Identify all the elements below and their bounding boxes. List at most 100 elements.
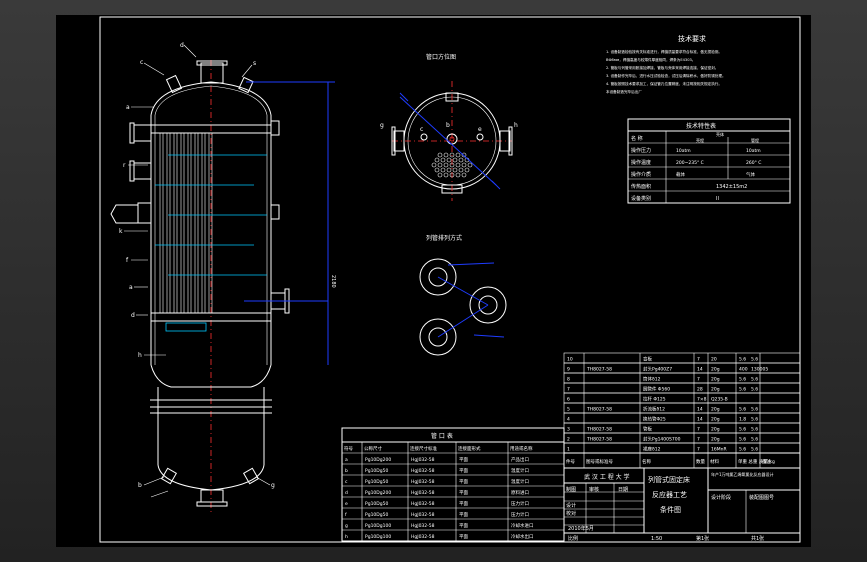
bom-cell: 7	[697, 427, 700, 433]
bom-cell: 筒体δ12	[643, 376, 661, 383]
tech-req-line-4: 3. 设备制作完毕后，进行水压试验检查，试压后清除积水，做好防锈处理。	[606, 73, 726, 78]
scale-value: 1:50	[651, 536, 662, 542]
bom-cell: 4	[567, 417, 570, 423]
drawing-canvas[interactable]: 2180 c d s a r k f a d h b g 管口方位图	[56, 15, 811, 547]
nozzle-table-cell: b	[345, 468, 348, 474]
drawing-name-2: 反应器工艺	[652, 490, 687, 499]
bom-cell: 28	[697, 387, 703, 393]
nozzle-table-header: 连接面形式	[458, 445, 481, 452]
tech-char-label: 操作温度	[631, 159, 651, 166]
nozzle-table-cell: Pg10Dg50	[365, 501, 388, 507]
nozzle-table-cell: 冷却水出口	[511, 533, 534, 540]
nozzle-table-cell: d	[345, 490, 348, 496]
tech-req-line-5: 4. 管板按照技术要求加工，保证管孔位置精度，未注明按相关规定执行。	[606, 81, 722, 86]
tech-char-label: 名 称	[631, 135, 643, 142]
bom-cell: 圆管件 Φ560	[643, 386, 670, 393]
bom-cell: 5.6	[751, 387, 758, 393]
drawing-name-3: 条件图	[660, 505, 681, 514]
bom-cell: 14	[697, 407, 703, 413]
bom-cell: 14	[697, 417, 703, 423]
nozzle-table-cell: HgJ032-58	[411, 523, 435, 529]
nozzle-table-cell: 平面	[459, 501, 468, 507]
school-name: 武 汉 工 程 大 学	[584, 473, 630, 481]
bom-cell: 5.6	[739, 437, 746, 443]
bom-header: 备注	[762, 458, 771, 465]
tube-view-title: 列管排列方式	[426, 234, 462, 242]
bom-cell: 20g	[711, 367, 720, 373]
project-name: 年产1万吨氯乙烯氧氯化反应器设计	[711, 471, 774, 477]
bom-header: 名称	[642, 458, 651, 465]
nozzle-table-header: 用途或名称	[510, 445, 533, 452]
bom-cell: 20g	[711, 437, 720, 443]
bom-cell: 8	[567, 377, 570, 383]
nozzle-table-cell: 平面	[459, 523, 468, 529]
tech-char-label: 操作压力	[631, 147, 651, 154]
reactor-side-view: 2180	[110, 44, 336, 515]
nozzle-table-cell: 原料进口	[511, 489, 529, 496]
bom-cell: TH8027-58	[586, 437, 612, 443]
sheet-total: 共1张	[751, 535, 764, 542]
drawing-border	[99, 16, 801, 543]
bom-cell: 折流板δ12	[643, 406, 665, 413]
bom-cell: 5.6	[739, 447, 746, 453]
nozzle-label-h: h	[514, 122, 518, 129]
label-r: r	[123, 162, 126, 169]
bom-cell: 6	[567, 397, 570, 403]
tech-char-shell: 200~235° C	[676, 160, 704, 166]
tech-req-line-2: ВФ8мм，焊缝高度与较薄件厚度相同，焊条为E4303。	[606, 57, 695, 62]
nozzle-table-cell: 压力计口	[511, 511, 529, 518]
nozzle-table-cell: c	[345, 480, 348, 485]
bom-cell: 5.6	[751, 437, 758, 443]
bom-cell: 5.6	[751, 407, 758, 413]
drawing-name-1: 列管式固定床	[648, 475, 690, 484]
bom-cell: 5.6	[751, 377, 758, 383]
nozzle-table-cell: 产品出口	[511, 456, 529, 463]
tech-char-shell: 壳程	[696, 137, 704, 143]
label-d: d	[180, 42, 184, 49]
nozzle-table-header: 符号	[344, 445, 353, 452]
bom-cell: 3	[567, 427, 570, 433]
bom-cell: 130005	[751, 367, 768, 373]
bom-cell: 7×8	[697, 397, 707, 403]
bom-cell: TH8027-58	[586, 427, 612, 433]
tech-char-merged: 壳体	[716, 131, 724, 137]
bom-cell: 20g	[711, 387, 720, 393]
tube-arrangement-view: 列管排列方式	[419, 234, 507, 356]
tech-char-tube: 管程	[751, 137, 759, 143]
tech-char-shell: 载体	[676, 171, 685, 178]
nozzle-table-cell: 温度计口	[511, 478, 529, 485]
sheet-number: 第1张	[696, 535, 709, 542]
bom-header: 图号或标准号	[586, 458, 613, 465]
nozzle-table-cell: g	[345, 524, 348, 529]
nozzle-table-cell: HgJ032-58	[411, 479, 435, 485]
bom-cell: 5.6	[751, 427, 758, 433]
label-b: b	[138, 482, 142, 489]
label-c: c	[140, 59, 143, 66]
nozzle-table-header: 连接尺寸标准	[410, 445, 437, 452]
scale-label: 比例	[568, 535, 578, 542]
nozzle-table-cell: HgJ032-58	[411, 534, 435, 540]
label-k: k	[119, 228, 123, 235]
label-a: a	[126, 104, 130, 111]
side-view-labels: c d s a r k f a d h b g	[119, 42, 275, 489]
bom-cell: 7	[697, 437, 700, 443]
nozzle-view-title: 管口方位图	[426, 53, 456, 61]
label-a2: a	[129, 284, 133, 291]
role-review: 审核	[589, 486, 599, 493]
nozzle-table-cell: Pg10Dg200	[365, 490, 391, 496]
bom-cell: 5.6	[751, 357, 758, 363]
nozzle-table-cell: 平面	[459, 534, 468, 540]
nozzle-label-c: c	[420, 126, 423, 133]
bom-cell: TH8027-58	[586, 407, 612, 413]
technical-requirements: 技术要求 1. 设备制造检验按有关标准进行，焊缝质量要求符合标准，做无损检测。 …	[606, 34, 726, 94]
bom-header: 数量	[696, 458, 705, 465]
nozzle-table-cell: HgJ032-58	[411, 457, 435, 463]
tech-req-line-3: 2. 管板与列管采用胀接加焊接，管板与壳体采用焊接连接，保证密封。	[606, 65, 718, 70]
nozzle-table-cell: Pg10Dg200	[365, 457, 391, 463]
nozzle-table-title: 管 口 表	[431, 432, 453, 440]
nozzle-table-cell: 压力计口	[511, 500, 529, 507]
nozzle-table-cell: HgJ032-58	[411, 512, 435, 518]
label-f: f	[126, 257, 129, 264]
